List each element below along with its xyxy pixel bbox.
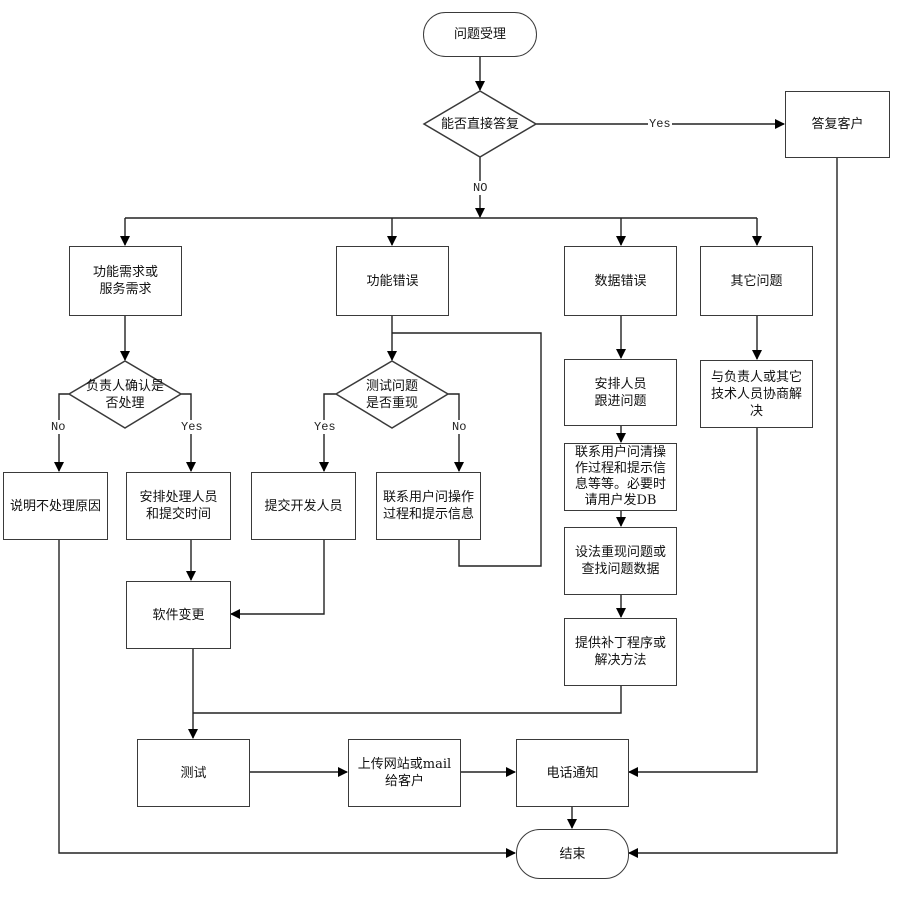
edge-reproduce-no [448, 393, 464, 472]
process-other-issue: 其它问题 [700, 246, 813, 316]
process-assign-followup: 安排人员 跟进问题 [564, 359, 677, 426]
process-phone-notify: 电话通知 [516, 739, 629, 807]
edge-patch-to-test [193, 685, 622, 714]
process-data-error: 数据错误 [564, 246, 677, 316]
edge-label-yes-owner: Yes [180, 420, 204, 434]
process-consult: 与负责人或其它 技术人员协商解 决 [700, 360, 813, 428]
decision-can-reply-shape [422, 90, 538, 158]
edge-label-no-reproduce: No [451, 420, 468, 434]
start-terminal: 问题受理 [423, 12, 537, 57]
process-upload: 上传网站或mail 给客户 [348, 739, 461, 807]
edge-consult-to-phone [628, 427, 758, 777]
edge-reply-to-end [628, 157, 838, 858]
edge-label-no-owner: No [50, 420, 67, 434]
edge-explain-to-end [58, 539, 516, 858]
decision-owner-confirm: 负责人确认是 否处理 [85, 379, 164, 411]
edge-owner-no [54, 393, 69, 472]
edge-reproduce-yes [319, 393, 336, 472]
edge-label-no-main: NO [472, 181, 489, 195]
process-assign-handler: 安排处理人员 和提交时间 [126, 472, 231, 540]
decision-reproduce: 测试问题 是否重现 [365, 379, 418, 411]
edge-label-yes-main: Yes [648, 117, 672, 131]
decision-reproduce-shape [334, 360, 450, 429]
process-contact-user: 联系用户问操作 过程和提示信息 [376, 472, 481, 540]
process-explain-reason: 说明不处理原因 [3, 472, 108, 540]
process-contact-user-detail: 联系用户问清操 作过程和提示信 息等等。必要时 请用户发DB [564, 443, 677, 511]
process-patch: 提供补丁程序或 解决方法 [564, 618, 677, 686]
edge-contact-loop [392, 332, 542, 567]
process-software-change: 软件变更 [126, 581, 231, 649]
process-test: 测试 [137, 739, 250, 807]
decision-can-reply: 能否直接答复 [440, 116, 519, 132]
end-terminal: 结束 [516, 829, 629, 879]
process-reproduce-data: 设法重现问题或 查找问题数据 [564, 527, 677, 595]
edge-owner-yes [181, 393, 196, 472]
decision-owner-confirm-shape [67, 360, 183, 429]
process-function-error: 功能错误 [336, 246, 449, 316]
process-feature-request: 功能需求或 服务需求 [69, 246, 182, 316]
edge-label-yes-reproduce: Yes [313, 420, 337, 434]
process-submit-dev: 提交开发人员 [251, 472, 356, 540]
edge-submit-to-change [230, 539, 325, 619]
process-reply-customer: 答复客户 [785, 91, 890, 158]
